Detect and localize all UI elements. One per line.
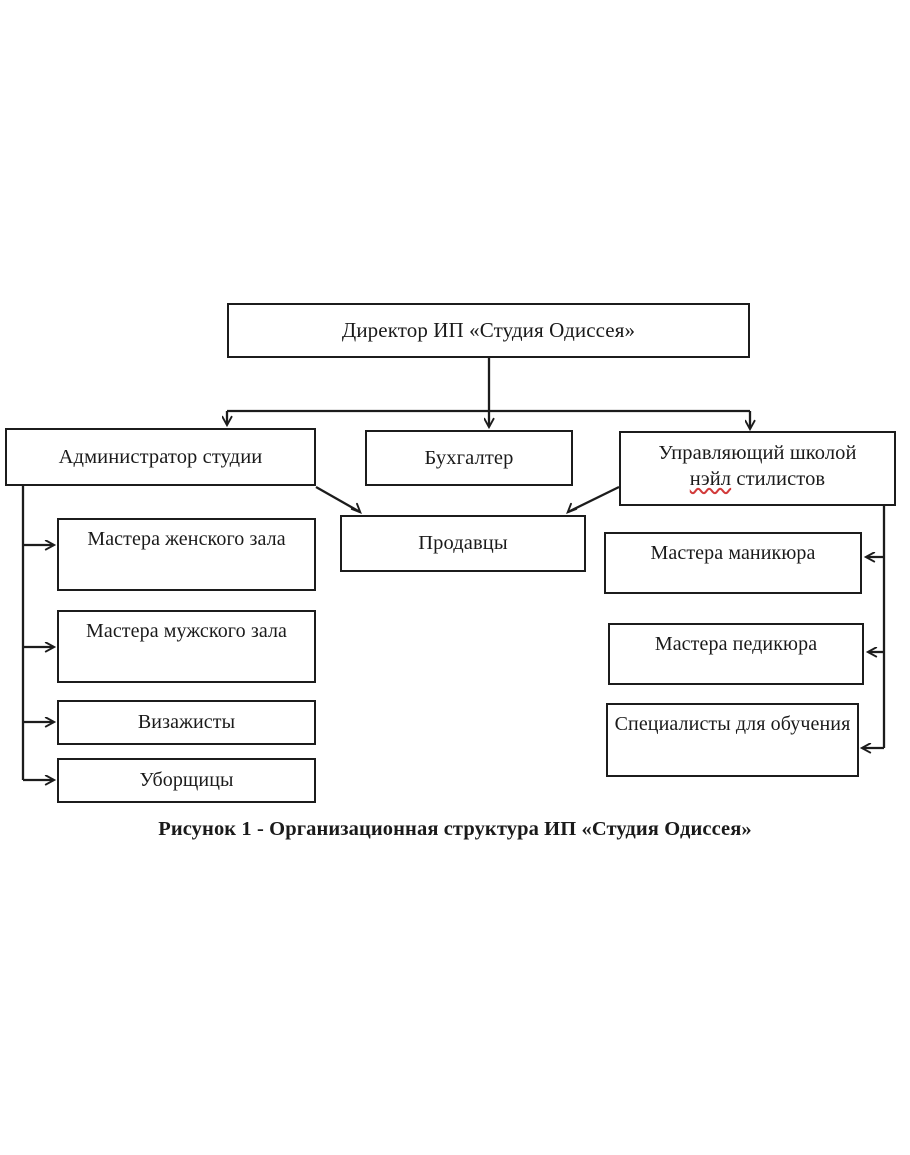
node-pedicure-label: Мастера педикюра (654, 633, 818, 655)
node-men-masters-label: Мастера мужского зала (85, 620, 288, 642)
node-school-manager-label: Управляющий школой нэйл стилистов (621, 433, 894, 492)
node-men-masters[interactable]: Мастера мужского зала (57, 610, 316, 683)
node-cleaners-label: Уборщицы (139, 768, 234, 791)
node-makeup-artists-label: Визажисты (137, 710, 236, 733)
node-sellers-label: Продавцы (418, 532, 508, 555)
node-sellers[interactable]: Продавцы (340, 515, 586, 572)
node-women-masters[interactable]: Мастера женского зала (57, 518, 316, 591)
node-accountant[interactable]: Бухгалтер (365, 430, 573, 486)
node-administrator[interactable]: Администратор студии (5, 428, 316, 486)
figure-caption: Рисунок 1 - Организационная структура ИП… (158, 818, 752, 840)
node-trainers-label: Специалисты для обучения (614, 713, 851, 735)
node-manicure-label: Мастера маникюра (650, 542, 816, 564)
node-cleaners[interactable]: Уборщицы (57, 758, 316, 803)
node-school-manager-line2-rest: стилистов (731, 468, 826, 491)
edge-administrator-to-sellers (315, 486, 362, 514)
node-school-manager[interactable]: Управляющий школой нэйл стилистов (619, 431, 896, 506)
node-administrator-label: Администратор студии (58, 445, 263, 468)
node-school-manager-misspelled-word: нэйл (689, 468, 732, 491)
node-women-masters-label: Мастера женского зала (87, 528, 286, 550)
node-director[interactable]: Директор ИП «Студия Одиссея» (227, 303, 750, 358)
node-director-label: Директор ИП «Студия Одиссея» (341, 318, 636, 343)
edge-school-manager-to-sellers (566, 485, 620, 514)
node-manicure[interactable]: Мастера маникюра (604, 532, 862, 594)
node-school-manager-line1: Управляющий школой (658, 442, 857, 464)
node-accountant-label: Бухгалтер (424, 446, 514, 469)
node-makeup-artists[interactable]: Визажисты (57, 700, 316, 745)
node-trainers[interactable]: Специалисты для обучения (606, 703, 859, 777)
node-pedicure[interactable]: Мастера педикюра (608, 623, 864, 685)
